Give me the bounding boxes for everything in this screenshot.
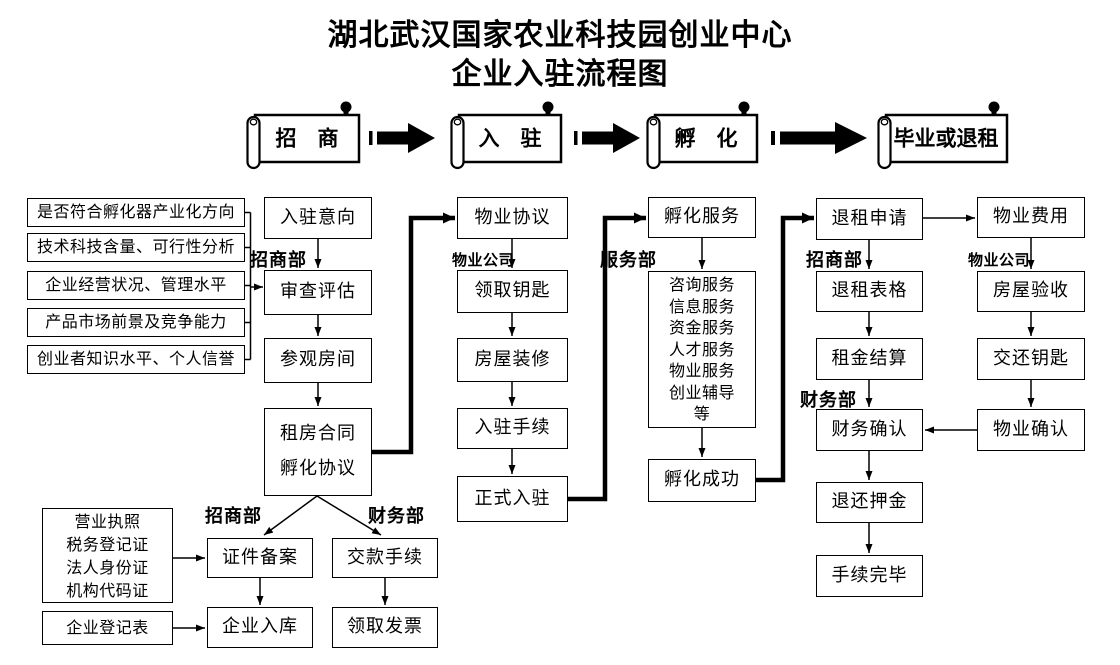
- phase-arrow-icon: [574, 123, 640, 153]
- scroll-shape-icon: 入 驻: [450, 101, 563, 170]
- box-review-assess: 审查评估: [264, 270, 372, 315]
- box-property-confirm: 物业确认: [977, 409, 1085, 451]
- phase-banner-incubation: 孵 化: [645, 98, 759, 170]
- box-incubation-success: 孵化成功: [648, 459, 756, 502]
- box-exit-form: 退租表格: [816, 271, 923, 312]
- phase-arrow-icon: [771, 122, 867, 154]
- box-payment-procedure: 交款手续: [332, 538, 438, 578]
- box-exit-application: 退租申请: [816, 198, 923, 240]
- phase-banner-movein: 入 驻: [449, 98, 563, 170]
- doc-item: 税务登记证: [66, 534, 149, 554]
- contract-line: 孵化协议: [280, 458, 356, 480]
- contract-line: 租房合同: [280, 422, 356, 444]
- phase-banner-graduate-exit: 毕业或退租: [876, 98, 1009, 170]
- box-property-fee: 物业费用: [977, 197, 1085, 238]
- scroll-shape-icon: 招 商: [246, 101, 361, 170]
- dept-label-finance: 财务部: [800, 390, 857, 411]
- box-entry-intent: 入驻意向: [264, 197, 372, 239]
- service-item: 创业辅导: [668, 382, 735, 402]
- service-item: 信息服务: [668, 296, 735, 316]
- phase-banner-recruit: 招 商: [245, 98, 361, 170]
- svg-text:孵 化: 孵 化: [675, 127, 738, 151]
- box-incubation-service: 孵化服务: [648, 197, 756, 238]
- box-certificate-filing: 证件备案: [207, 538, 313, 578]
- box-room-visit: 参观房间: [264, 338, 372, 383]
- box-service-list: 咨询服务 信息服务 资金服务 人才服务 物业服务 创业辅导 等: [648, 271, 756, 428]
- service-item: 等: [693, 404, 711, 424]
- box-return-keys: 交还钥匙: [977, 338, 1085, 380]
- svg-text:入 驻: 入 驻: [479, 127, 542, 151]
- dept-label-property-co2: 物业公司: [968, 251, 1031, 269]
- box-entry-procedure: 入驻手续: [457, 408, 568, 449]
- box-official-entry: 正式入驻: [457, 476, 568, 522]
- dept-label-property-co: 物业公司: [452, 251, 515, 269]
- box-room-inspection: 房屋验收: [977, 271, 1085, 312]
- box-property-agreement: 物业协议: [457, 197, 568, 239]
- svg-text:毕业或退租: 毕业或退租: [894, 127, 999, 151]
- box-enterprise-storage: 企业入库: [207, 607, 313, 648]
- service-item: 咨询服务: [668, 275, 735, 295]
- box-get-invoice: 领取发票: [332, 607, 438, 648]
- scroll-shape-icon: 孵 化: [646, 101, 759, 170]
- page-subtitle: 企业入驻流程图: [451, 57, 669, 92]
- doc-item: 法人身份证: [66, 557, 149, 577]
- svg-text:招 商: 招 商: [276, 127, 339, 151]
- box-finance-confirm: 财务确认: [816, 409, 923, 451]
- service-item: 资金服务: [668, 318, 735, 338]
- box-get-keys: 领取钥匙: [457, 270, 568, 313]
- phase-arrow-icon: [369, 123, 435, 153]
- dept-label-recruit-reg: 招商部: [205, 506, 262, 527]
- box-license-docs: 营业执照 税务登记证 法人身份证 机构代码证: [42, 508, 173, 603]
- box-enterprise-form: 企业登记表: [42, 611, 173, 645]
- scroll-shape-icon: 毕业或退租: [877, 101, 1009, 170]
- dept-label-finance-reg: 财务部: [368, 506, 425, 527]
- criteria-box: 技术科技含量、可行性分析: [27, 233, 245, 262]
- dept-label-recruit: 招商部: [250, 250, 307, 271]
- service-item: 人才服务: [668, 339, 735, 359]
- box-rent-settlement: 租金结算: [816, 338, 923, 380]
- service-item: 物业服务: [668, 361, 735, 381]
- dept-label-service: 服务部: [600, 250, 657, 271]
- doc-item: 机构代码证: [66, 580, 149, 600]
- box-room-renovation: 房屋装修: [457, 338, 568, 382]
- doc-item: 营业执照: [74, 511, 141, 531]
- dept-label-recruit-exit: 招商部: [806, 250, 863, 271]
- criteria-box: 是否符合孵化器产业化方向: [27, 198, 245, 227]
- box-deposit-refund: 退还押金: [816, 482, 923, 523]
- box-lease-contract: 租房合同 孵化协议: [264, 408, 372, 496]
- criteria-box: 产品市场前景及竞争能力: [27, 308, 245, 337]
- page-title: 湖北武汉国家农业科技园创业中心: [327, 18, 793, 53]
- criteria-box: 企业经营状况、管理水平: [27, 271, 245, 300]
- criteria-box: 创业者知识水平、个人信誉: [27, 345, 245, 374]
- box-procedure-complete: 手续完毕: [816, 555, 923, 597]
